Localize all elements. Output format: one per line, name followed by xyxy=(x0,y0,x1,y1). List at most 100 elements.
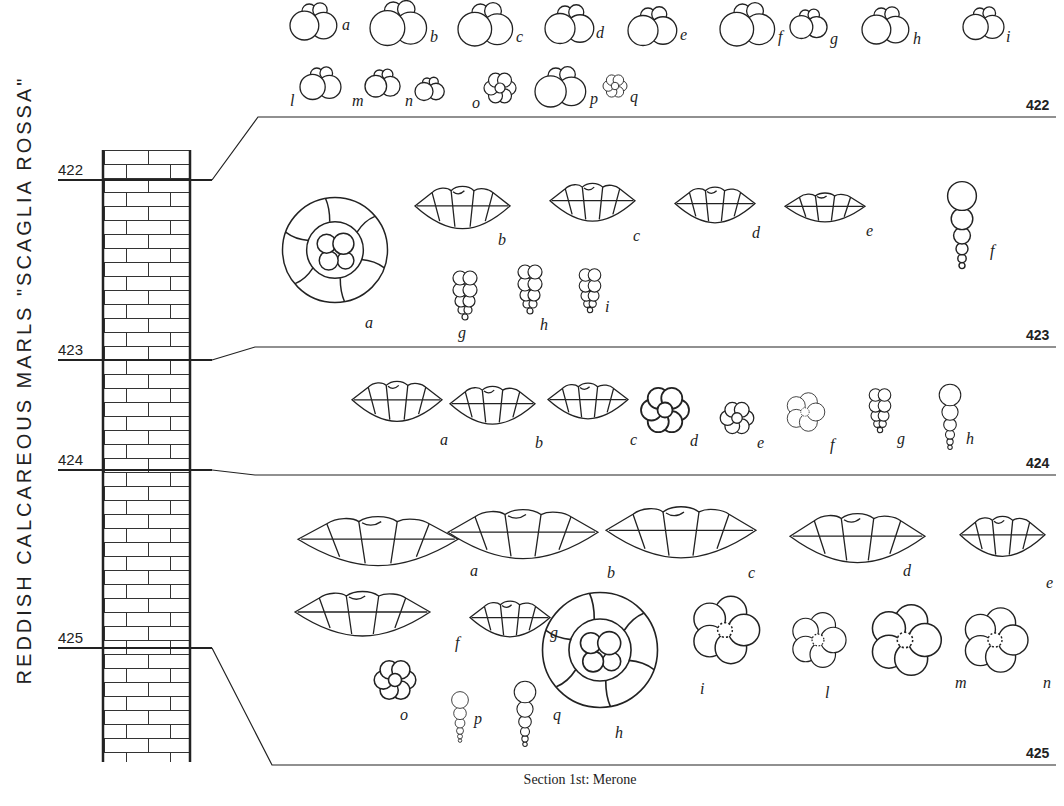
specimen-letter: e xyxy=(680,26,687,44)
foram-sketch xyxy=(948,182,977,269)
specimen-letter: g xyxy=(550,624,558,642)
foram-sketch xyxy=(675,187,755,223)
specimen-letter: a xyxy=(365,314,373,332)
specimen-letter: h xyxy=(615,724,623,742)
specimen-letter: n xyxy=(405,92,413,110)
specimen-letter: i xyxy=(605,298,609,316)
sample-number: 422 xyxy=(58,162,83,179)
foram-sketch xyxy=(448,510,598,559)
specimen-letter: g xyxy=(458,324,466,342)
foram-sketch xyxy=(290,3,337,40)
foram-sketch xyxy=(785,193,865,222)
foram-sketch xyxy=(470,601,550,637)
specimen-letter: o xyxy=(400,706,408,724)
specimen-letter: q xyxy=(553,706,561,724)
specimen-letter: l xyxy=(825,684,829,702)
foram-sketch xyxy=(965,608,1028,672)
specimen-letter: d xyxy=(596,24,604,42)
foram-sketch xyxy=(300,67,341,100)
specimen-letter: e xyxy=(757,434,764,452)
figure-caption: Section 1st: Merone xyxy=(524,772,637,788)
specimen-letter: g xyxy=(830,30,838,48)
specimen-letter: l xyxy=(290,92,294,110)
specimen-letter: e xyxy=(1046,574,1053,592)
specimen-letter: d xyxy=(690,432,698,450)
sample-number: 424 xyxy=(1026,456,1049,471)
foram-sketch xyxy=(787,393,825,432)
foram-sketch xyxy=(790,9,827,38)
specimen-letter: p xyxy=(474,710,482,728)
foram-sketch xyxy=(453,271,477,320)
foram-sketch xyxy=(628,7,677,46)
specimen-letter: b xyxy=(535,434,543,452)
foram-sketch xyxy=(543,593,658,708)
foram-sketch xyxy=(862,7,909,44)
foraminifera-sketches xyxy=(290,1,1004,107)
limestone-column xyxy=(104,150,190,762)
foram-sketch xyxy=(298,517,458,566)
foram-sketch xyxy=(370,1,427,46)
foram-sketch xyxy=(720,402,754,433)
foraminifera-sketches xyxy=(283,182,977,320)
specimen-letter: a xyxy=(470,562,478,580)
specimen-letter: h xyxy=(966,430,974,448)
foram-sketch xyxy=(518,265,542,314)
column-border xyxy=(103,150,190,762)
specimen-letter: a xyxy=(440,431,448,449)
foram-sketch xyxy=(484,73,516,103)
foram-sketch xyxy=(545,5,594,44)
foram-sketch xyxy=(939,384,961,449)
foram-sketch xyxy=(415,186,510,228)
specimen-letter: c xyxy=(748,564,755,582)
foram-sketch xyxy=(790,514,925,563)
foram-sketch xyxy=(579,269,601,313)
specimen-letter: b xyxy=(498,231,506,249)
specimen-letter: m xyxy=(352,92,364,110)
foram-sketch xyxy=(535,67,586,107)
foram-sketch xyxy=(514,681,536,746)
specimen-letter: f xyxy=(990,242,994,260)
foram-sketch xyxy=(720,3,775,46)
specimen-letter: d xyxy=(903,562,911,580)
band-divider xyxy=(212,117,1056,180)
sample-number: 425 xyxy=(1026,746,1049,761)
specimen-letter: a xyxy=(342,16,350,34)
foram-sketch xyxy=(452,692,469,743)
foram-sketch xyxy=(415,77,444,100)
sample-number: 422 xyxy=(1026,98,1049,113)
foram-sketch xyxy=(365,69,400,97)
specimen-letter: f xyxy=(830,436,834,454)
specimen-letter: p xyxy=(590,90,598,108)
foram-sketch xyxy=(283,198,388,303)
specimen-letter: b xyxy=(430,28,438,46)
foram-sketch xyxy=(694,596,760,663)
specimen-letter: i xyxy=(1006,28,1010,46)
specimen-letter: f xyxy=(455,634,459,652)
foram-sketch xyxy=(606,507,756,558)
foram-sketch xyxy=(641,388,689,432)
sample-level-line xyxy=(58,180,212,648)
foraminifera-sketches xyxy=(352,381,961,449)
foram-sketch xyxy=(869,389,891,433)
foram-sketch xyxy=(295,592,430,637)
sample-number: 425 xyxy=(58,630,83,647)
foram-sketch xyxy=(450,386,535,424)
specimen-letter: q xyxy=(630,88,638,106)
sample-number: 423 xyxy=(1026,328,1049,343)
specimen-letter: f xyxy=(778,28,782,46)
foram-sketch xyxy=(793,613,846,668)
foram-sketch xyxy=(548,383,628,419)
foraminifera-sketches xyxy=(295,507,1045,747)
foram-sketch xyxy=(352,381,442,421)
specimen-letter: n xyxy=(1043,674,1051,692)
foram-sketch xyxy=(550,183,635,221)
specimen-letter: c xyxy=(516,28,523,46)
specimen-letter: m xyxy=(955,674,967,692)
foram-sketch xyxy=(458,3,513,46)
foram-sketch xyxy=(374,661,416,699)
sample-number: 424 xyxy=(58,452,83,469)
foram-sketch xyxy=(963,7,1004,40)
specimen-letter: b xyxy=(607,564,615,582)
band-divider xyxy=(212,470,1056,475)
